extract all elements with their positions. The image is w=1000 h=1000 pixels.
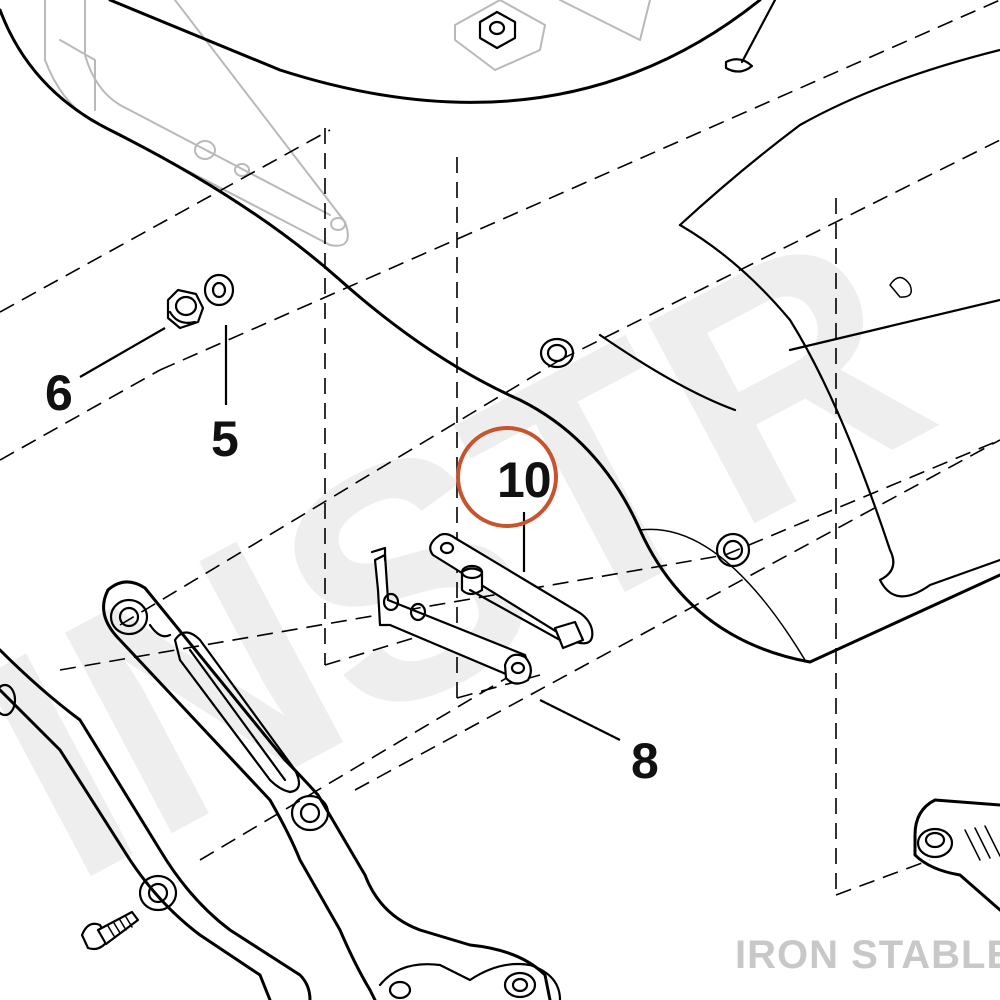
brand-watermark: IRON STABLE [735, 933, 1000, 977]
assembly-axes [0, 0, 1000, 896]
highlighted-callout-10: 10 [456, 426, 558, 528]
flange-nut [166, 288, 205, 330]
rear-fender [0, 0, 1000, 664]
callout-6: 6 [45, 365, 72, 421]
leader-lines [79, 325, 621, 741]
bolt [80, 910, 140, 951]
right-bracket-part [913, 798, 1000, 912]
washer [203, 273, 235, 307]
callout-5: 5 [211, 411, 238, 467]
lower-frame-strut [0, 580, 562, 1000]
callout-10: 10 [497, 452, 551, 508]
callout-8: 8 [631, 733, 658, 789]
highlight-circle [456, 426, 558, 528]
strap-plate [429, 532, 594, 685]
ghost-fender-strut [44, 0, 651, 247]
